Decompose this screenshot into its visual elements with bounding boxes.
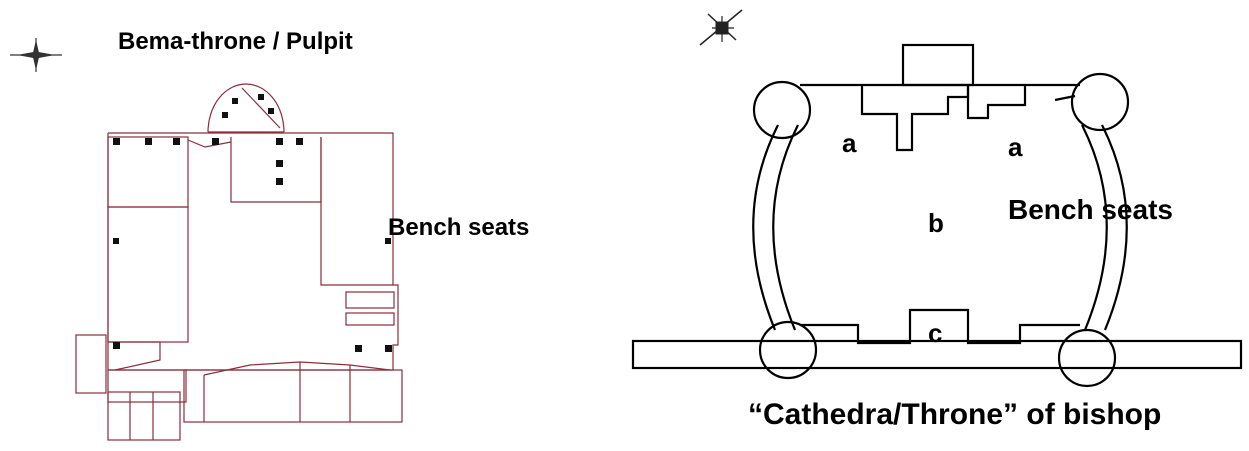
right-plan-bench-label: Bench seats (1008, 194, 1173, 225)
region-b: b (928, 208, 944, 238)
left-plan-walls (75, 83, 403, 441)
left-plan-title: Bema-throne / Pulpit (118, 28, 353, 55)
region-a-left: a (842, 128, 857, 158)
right-plan-caption: “Cathedra/Throne” of bishop (748, 398, 1162, 431)
compass-rose-icon (699, 9, 743, 46)
right-plan-walls (631, 43, 1243, 388)
region-a-right: a (1008, 132, 1023, 162)
compass-rose-icon (10, 38, 62, 72)
region-c: c (928, 318, 943, 348)
left-plan-pillar-markers (113, 94, 392, 352)
left-plan-bench-label: Bench seats (388, 214, 530, 241)
